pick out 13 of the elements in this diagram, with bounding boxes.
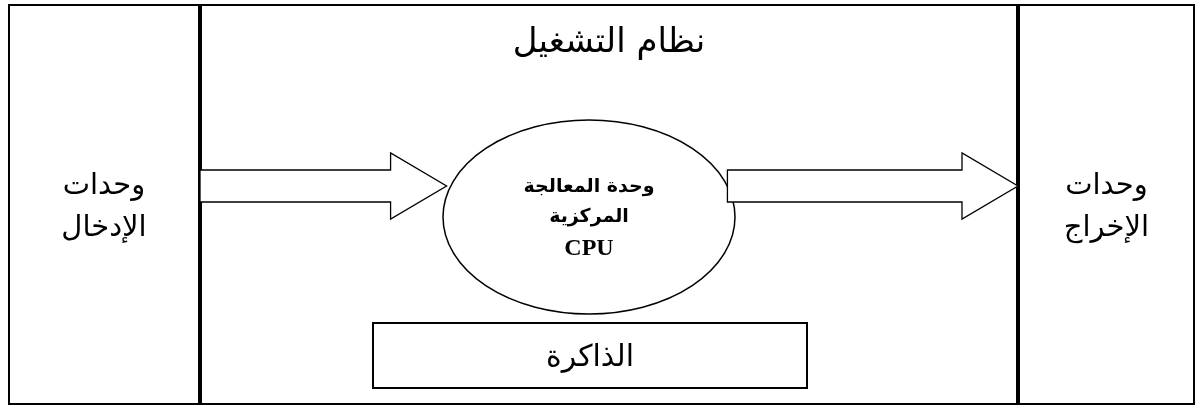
panel	[1018, 4, 1195, 405]
rectangle	[372, 322, 808, 389]
panel-label: وحدات الإخراج	[1063, 165, 1150, 246]
panel-label: وحدات الإدخال	[61, 165, 147, 245]
ellipse-label: وحدة المعالجة المركزية	[522, 173, 656, 229]
block-arrow	[199, 151, 448, 221]
panel	[8, 4, 200, 405]
block-arrow	[726, 151, 1020, 221]
ellipse-label: CPU	[564, 233, 614, 262]
rectangle-label: الذاكرة	[545, 338, 635, 373]
panel-heading: نظام التشغيل	[511, 19, 707, 62]
ellipse	[442, 119, 736, 315]
panel	[200, 4, 1018, 405]
